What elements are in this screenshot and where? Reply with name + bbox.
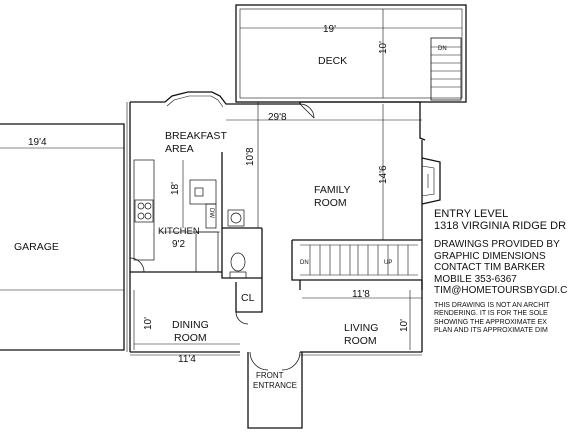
label-closet: CL xyxy=(241,292,255,304)
bay-window-inner xyxy=(166,95,224,108)
label-kitchen: KITCHEN xyxy=(158,226,200,237)
disclaimer-line-3: SHOWING THE APPROXIMATE EX xyxy=(434,318,547,326)
dim-breakfast-width: 29'8 xyxy=(268,112,287,123)
credit-line-1: DRAWINGS PROVIDED BY xyxy=(434,239,560,250)
disclaimer-line-2: RENDERING. IT IS FOR THE SOLE xyxy=(434,310,548,317)
disclaimer-line-4: PLAN AND ITS APPROXIMATE DIM xyxy=(434,327,548,334)
doors xyxy=(129,103,315,371)
fireplace xyxy=(421,157,441,205)
kitchen-fixtures xyxy=(133,159,247,279)
dim-family-depth-b: 14'6 xyxy=(378,165,389,184)
label-deck: DECK xyxy=(318,55,347,67)
dim-family-depth-a: 10'8 xyxy=(245,147,256,166)
dim-living-width: 11'8 xyxy=(352,289,370,300)
dim-deck-depth: 10' xyxy=(378,41,389,54)
dim-living-depth: 10' xyxy=(399,319,410,332)
credit-line-2: GRAPHIC DIMENSIONS xyxy=(434,250,546,262)
label-family: FAMILY xyxy=(314,184,351,196)
dim-garage-width: 19'4 xyxy=(28,137,47,148)
dimension-lines xyxy=(0,9,462,350)
bath-wall xyxy=(221,228,262,279)
title-entry-level: ENTRY LEVEL xyxy=(434,208,509,220)
interior-stairs xyxy=(300,244,418,276)
label-breakfast: BREAKFAST xyxy=(165,130,227,142)
deck-stairs xyxy=(430,37,462,101)
label-deck-stairs-down: DN xyxy=(438,46,447,52)
label-stairs-down: DN xyxy=(300,260,309,266)
label-front: FRONT xyxy=(256,371,284,380)
credit-line-4: MOBILE 353-6367 xyxy=(434,273,517,285)
label-garage: GARAGE xyxy=(14,241,59,253)
deck-stair-treads xyxy=(431,46,461,88)
dim-dining-depth: 10' xyxy=(143,317,154,330)
label-dining-room: ROOM xyxy=(174,332,207,344)
closet-wall xyxy=(235,282,263,313)
label-dining: DINING xyxy=(172,319,209,331)
label-stairs-up: UP xyxy=(384,260,392,266)
label-living: LIVING xyxy=(344,322,378,334)
deck-inner-outline xyxy=(239,8,463,99)
credit-email-link[interactable]: TIM@HOMETOURSBYGDI.C xyxy=(434,285,568,296)
dim-deck-width: 19' xyxy=(323,24,336,35)
dim-kitchen-depth: 18' xyxy=(170,182,181,195)
label-family-room: ROOM xyxy=(314,197,347,209)
front-entrance xyxy=(247,352,303,429)
info-panel: ENTRY LEVEL 1318 VIRGINIA RIDGE DR DRAWI… xyxy=(434,208,576,336)
title-address: 1318 VIRGINIA RIDGE DR xyxy=(434,220,567,232)
label-entrance: ENTRANCE xyxy=(253,381,297,390)
dim-dining-width: 11'4 xyxy=(178,354,196,365)
dim-kitchen-width: 9'2 xyxy=(172,239,185,250)
disclaimer-line-1: THIS DRAWING IS NOT AN ARCHIT xyxy=(434,301,550,309)
garage-walls xyxy=(0,123,125,351)
label-dishwasher: DW xyxy=(208,208,214,218)
label-breakfast-area: AREA xyxy=(165,143,194,155)
label-living-room: ROOM xyxy=(344,335,377,347)
credit-line-3: CONTACT TIM BARKER xyxy=(434,262,546,273)
north-wall xyxy=(130,91,426,141)
disclaimer: THIS DRAWING IS NOT AN ARCHIT RENDERING.… xyxy=(434,302,576,336)
walls xyxy=(126,4,467,429)
deck-outline xyxy=(235,4,467,103)
